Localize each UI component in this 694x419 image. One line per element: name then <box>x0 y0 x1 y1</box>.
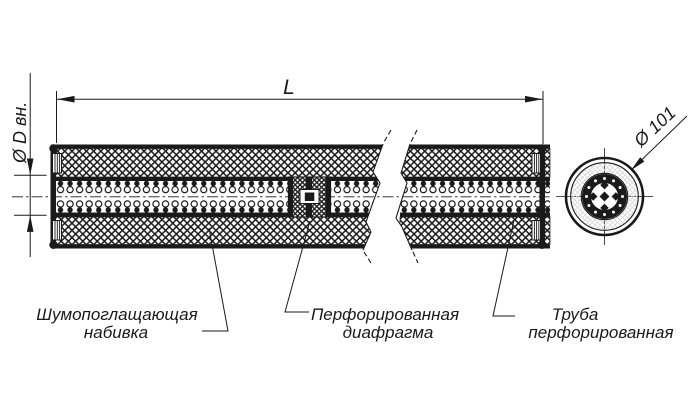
stuffing-band-bottom <box>50 216 383 245</box>
diaphragm-end-pattern <box>588 180 621 213</box>
leader-diaphragm <box>284 220 311 313</box>
stuffing-label-line2: набивка <box>84 323 148 342</box>
dimension-inner-diameter <box>14 73 47 257</box>
pipe-label-line1: Труба <box>552 305 599 324</box>
left-collar-bottom <box>52 220 62 241</box>
arrowhead-down <box>26 158 34 175</box>
arrowhead-left <box>57 95 75 103</box>
pipe-side-view <box>12 129 552 264</box>
outer-shell-bottom-wall <box>51 244 383 249</box>
arrowhead <box>631 157 645 171</box>
stuffing-band-top <box>50 148 383 178</box>
ring-perforations <box>585 177 624 216</box>
dimension-outer-diameter <box>630 115 688 171</box>
callout-stuffing: Шумопоглащающая набивка <box>36 305 197 342</box>
pipe-end-view <box>556 148 653 245</box>
arrowhead-right <box>525 95 543 103</box>
leader-pipe <box>492 219 515 317</box>
outer-shell-top-wall <box>51 144 383 149</box>
outer-diameter-label: Ø 101 <box>629 103 679 152</box>
right-collar-top <box>531 153 541 174</box>
outer-shell-circle <box>564 156 645 237</box>
callout-pipe: Труба перфорированная <box>528 305 673 342</box>
stuffing-ring <box>571 163 638 230</box>
left-collar-top <box>52 153 62 174</box>
perforated-pipe-bottom-wall <box>51 212 383 217</box>
perforated-pipe-top-wall <box>51 177 383 181</box>
arrowhead-up <box>26 215 34 232</box>
right-collar-bottom <box>531 220 541 241</box>
break-lines <box>362 129 419 264</box>
length-dim-label: L <box>283 76 295 99</box>
pipe-right-end-cap <box>531 144 547 249</box>
pipe-left-end-cap <box>49 144 62 249</box>
break-edge-left <box>362 143 384 251</box>
diaphragm-label-line2: диафрагма <box>343 323 434 342</box>
break-edge-right <box>395 143 413 251</box>
stuffing-label-line1: Шумопоглащающая <box>36 305 197 324</box>
callout-leaders <box>202 219 515 332</box>
callout-diaphragm: Перфорированная диафрагма <box>311 305 459 342</box>
leader-stuffing <box>202 227 229 332</box>
diaphragm-label-line1: Перфорированная <box>311 305 459 324</box>
perforated-diaphragm <box>287 176 332 218</box>
dimension-length-L <box>56 91 544 144</box>
inner-diameter-label: Ø D вн. <box>10 102 30 164</box>
pipe-label-line2: перфорированная <box>528 323 673 342</box>
